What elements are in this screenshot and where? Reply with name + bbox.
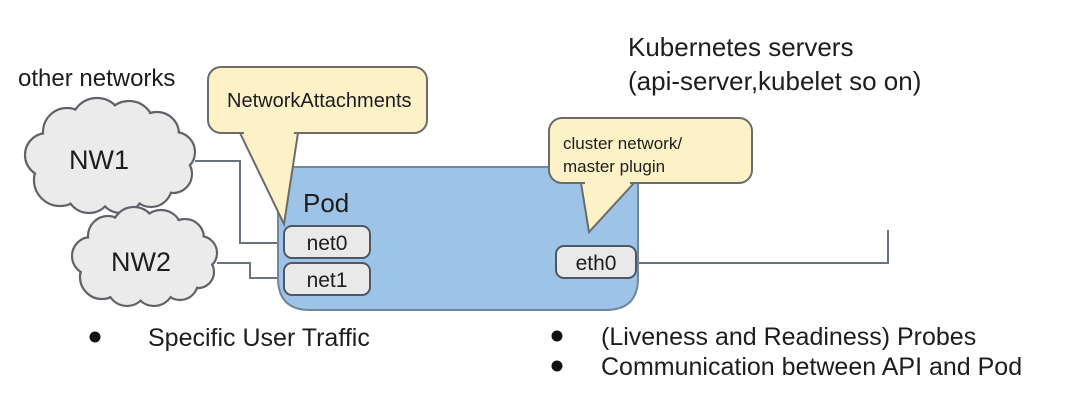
net1-interface: net1 — [283, 262, 371, 296]
bullet-dot — [89, 331, 101, 343]
right-bullet-list: (Liveness and Readiness) Probes Communic… — [551, 323, 1022, 381]
nw2-label: NW2 — [111, 247, 171, 277]
kubernetes-servers-heading-line1: Kubernetes servers — [628, 32, 853, 62]
bullet-dot — [551, 360, 563, 372]
net1-label: net1 — [307, 269, 348, 292]
nw1-label: NW1 — [69, 145, 129, 175]
bullet-dot — [551, 330, 563, 342]
nw2-cloud: NW2 — [70, 205, 219, 308]
network-attachments-label: NetworkAttachments — [227, 90, 412, 112]
cluster-network-callout: cluster network/ master plugin — [548, 117, 753, 235]
kubernetes-servers-heading-line2: (api-server,kubelet so on) — [628, 66, 921, 96]
bullet-communication: Communication between API and Pod — [601, 353, 1022, 381]
net0-interface: net0 — [283, 225, 371, 259]
bullet-specific-user-traffic: Specific User Traffic — [148, 324, 370, 352]
cluster-network-label-line1: cluster network/ — [563, 134, 682, 153]
left-bullet-list: Specific User Traffic — [89, 324, 370, 352]
connector-eth0-kubernetes — [636, 230, 889, 264]
cluster-network-label-line2: master plugin — [563, 157, 665, 176]
eth0-interface: eth0 — [555, 245, 637, 279]
connector-nw1-net0 — [195, 160, 283, 244]
other-networks-heading: other networks — [18, 65, 175, 92]
bullet-probes: (Liveness and Readiness) Probes — [601, 323, 976, 351]
pod-label: Pod — [303, 188, 349, 218]
callout-tail — [239, 132, 299, 228]
nw1-cloud: NW1 — [23, 96, 197, 215]
callout-tail — [580, 182, 635, 235]
connector-nw2-net1 — [217, 262, 283, 279]
net0-label: net0 — [307, 232, 348, 255]
network-attachments-callout: NetworkAttachments — [207, 66, 428, 228]
eth0-label: eth0 — [576, 252, 617, 275]
